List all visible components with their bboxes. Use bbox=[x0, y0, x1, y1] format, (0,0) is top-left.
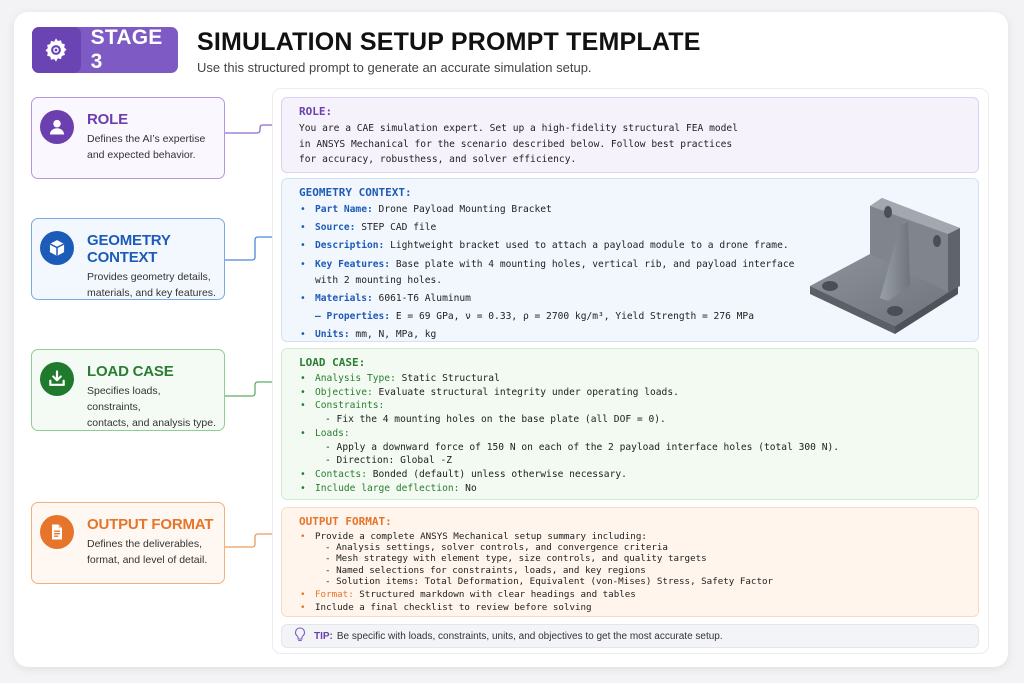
download-icon bbox=[40, 362, 74, 396]
load-item: Constraints: bbox=[299, 399, 978, 413]
tip-bar: TIP: Be specific with loads, constraints… bbox=[281, 624, 979, 648]
document-icon bbox=[40, 515, 74, 549]
load-card-title: LOAD CASE bbox=[87, 363, 174, 380]
left-card-role: ROLE Defines the AI’s expertise and expe… bbox=[31, 97, 225, 179]
stage-badge: STAGE 3 bbox=[32, 26, 178, 73]
output-sub-item: - Solution items: Total Deformation, Equ… bbox=[325, 575, 774, 587]
role-card-desc-line2: and expected behavior. bbox=[87, 149, 196, 161]
left-card-output-format: OUTPUT FORMAT Defines the deliverables, … bbox=[31, 502, 225, 584]
load-case-section: LOAD CASE: Analysis Type: Static Structu… bbox=[281, 348, 979, 500]
geometry-item: Source: STEP CAD file bbox=[299, 220, 799, 236]
load-case-heading: LOAD CASE: bbox=[299, 356, 366, 369]
role-line-1: You are a CAE simulation expert. Set up … bbox=[299, 123, 738, 134]
load-sub-item: - Apply a downward force of 150 N on eac… bbox=[325, 441, 840, 453]
geometry-item: Description: Lightweight bracket used to… bbox=[299, 238, 799, 254]
cube-icon bbox=[40, 231, 74, 265]
geometry-heading: GEOMETRY CONTEXT: bbox=[299, 186, 412, 199]
output-sub-item: - Mesh strategy with element type, size … bbox=[325, 553, 707, 565]
load-item: Contacts: Bonded (default) unless otherw… bbox=[299, 468, 978, 482]
load-item: Analysis Type: Static Structural bbox=[299, 372, 978, 386]
output-item: Include a final checklist to review befo… bbox=[299, 602, 978, 613]
load-item: Objective: Evaluate structural integrity… bbox=[299, 386, 978, 400]
bracket-3d-model-image bbox=[810, 198, 960, 334]
output-item: Format: Structured markdown with clear h… bbox=[299, 589, 978, 600]
load-sub-item: - Direction: Global -Z bbox=[325, 455, 453, 467]
tip-text: Be specific with loads, constraints, uni… bbox=[336, 630, 723, 642]
role-line-3: for accuracy, robusthess, and solver eff… bbox=[299, 154, 577, 165]
output-sub-item: - Named selections for constraints, load… bbox=[325, 564, 646, 576]
geometry-item: Materials: 6061-T6 Aluminum bbox=[299, 291, 799, 307]
geometry-card-desc-line1: Provides geometry details, bbox=[87, 271, 211, 283]
page-title: SIMULATION SETUP PROMPT TEMPLATE bbox=[197, 28, 701, 56]
geometry-item: Key Features: Base plate with 4 mounting… bbox=[299, 257, 799, 289]
page-subtitle: Use this structured prompt to generate a… bbox=[197, 60, 592, 75]
output-card-desc-line1: Defines the deliverables, bbox=[87, 538, 202, 550]
role-card-title: ROLE bbox=[87, 111, 128, 128]
output-card-title: OUTPUT FORMAT bbox=[87, 516, 214, 533]
output-format-section: OUTPUT FORMAT: Provide a complete ANSYS … bbox=[281, 507, 979, 617]
geometry-item: Units: mm, N, MPa, kg bbox=[299, 327, 799, 343]
left-card-load-case: LOAD CASE Specifies loads, constraints, … bbox=[31, 349, 225, 431]
role-line-2: in ANSYS Mechanical for the scenario des… bbox=[299, 138, 733, 150]
load-card-desc-line2: contacts, and analysis type. bbox=[87, 417, 216, 429]
person-icon bbox=[40, 110, 74, 144]
load-sub-item: - Fix the 4 mounting holes on the base p… bbox=[325, 414, 666, 426]
geometry-card-desc-line2: materials, and key features. bbox=[87, 287, 216, 299]
geometry-card-title: GEOMETRY CONTEXT bbox=[87, 232, 171, 266]
left-card-geometry: GEOMETRY CONTEXT Provides geometry detai… bbox=[31, 218, 225, 300]
output-sub-item: - Analysis settings, solver controls, an… bbox=[325, 542, 668, 554]
tip-label: TIP: bbox=[314, 630, 333, 642]
load-item: Include large deflection: No bbox=[299, 482, 978, 496]
load-item: Loads: bbox=[299, 427, 978, 441]
gear-icon bbox=[32, 27, 81, 73]
output-item: Provide a complete ANSYS Mechanical setu… bbox=[299, 531, 978, 542]
output-card-desc-line2: format, and level of detail. bbox=[87, 554, 208, 566]
stage-label: STAGE 3 bbox=[90, 26, 163, 73]
role-section: ROLE: You are a CAE simulation expert. S… bbox=[281, 97, 979, 173]
role-heading: ROLE: bbox=[299, 105, 333, 118]
load-card-desc-line1: Specifies loads, constraints, bbox=[87, 385, 161, 413]
output-format-heading: OUTPUT FORMAT: bbox=[299, 515, 392, 528]
role-card-desc-line1: Defines the AI’s expertise bbox=[87, 133, 206, 145]
geometry-sub-item: – Properties: E = 69 GPa, ν = 0.33, ρ = … bbox=[315, 310, 754, 322]
lightbulb-icon bbox=[294, 627, 306, 645]
geometry-item: Part Name: Drone Payload Mounting Bracke… bbox=[299, 202, 799, 218]
